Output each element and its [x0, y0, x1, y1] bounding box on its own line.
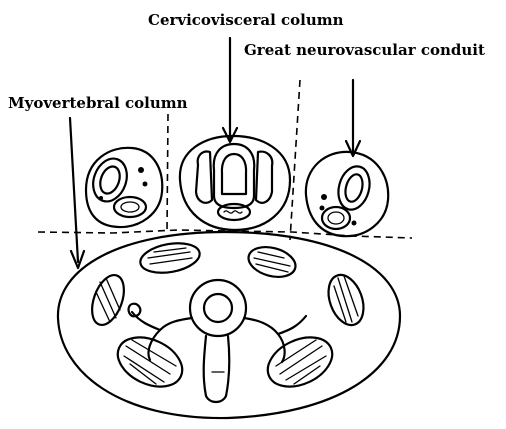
myovertebral-column-section: [58, 232, 400, 418]
arrow-myovertebral: [70, 118, 84, 268]
muscle-bundle-mid-right: [322, 270, 370, 330]
arrow-cervicovisceral: [223, 38, 237, 142]
cervicovisceral-column-section: [180, 136, 290, 230]
muscle-bundle-lower-right: [260, 328, 340, 397]
label-myovertebral-column: Myovertebral column: [8, 94, 188, 112]
muscle-bundle-upper-left: [138, 239, 202, 277]
label-cervicovisceral-column: Cervicovisceral column: [148, 11, 344, 29]
label-great-neurovascular-conduit: Great neurovascular conduit: [244, 41, 485, 59]
muscle-bundle-lower-left: [110, 328, 190, 397]
muscle-bundle-upper-right: [245, 242, 299, 281]
arrow-neurovascular: [346, 80, 360, 156]
muscle-bundle-mid-left: [86, 271, 130, 329]
right-neurovascular-bundle: [306, 152, 388, 236]
left-neurovascular-bundle: [86, 148, 162, 227]
